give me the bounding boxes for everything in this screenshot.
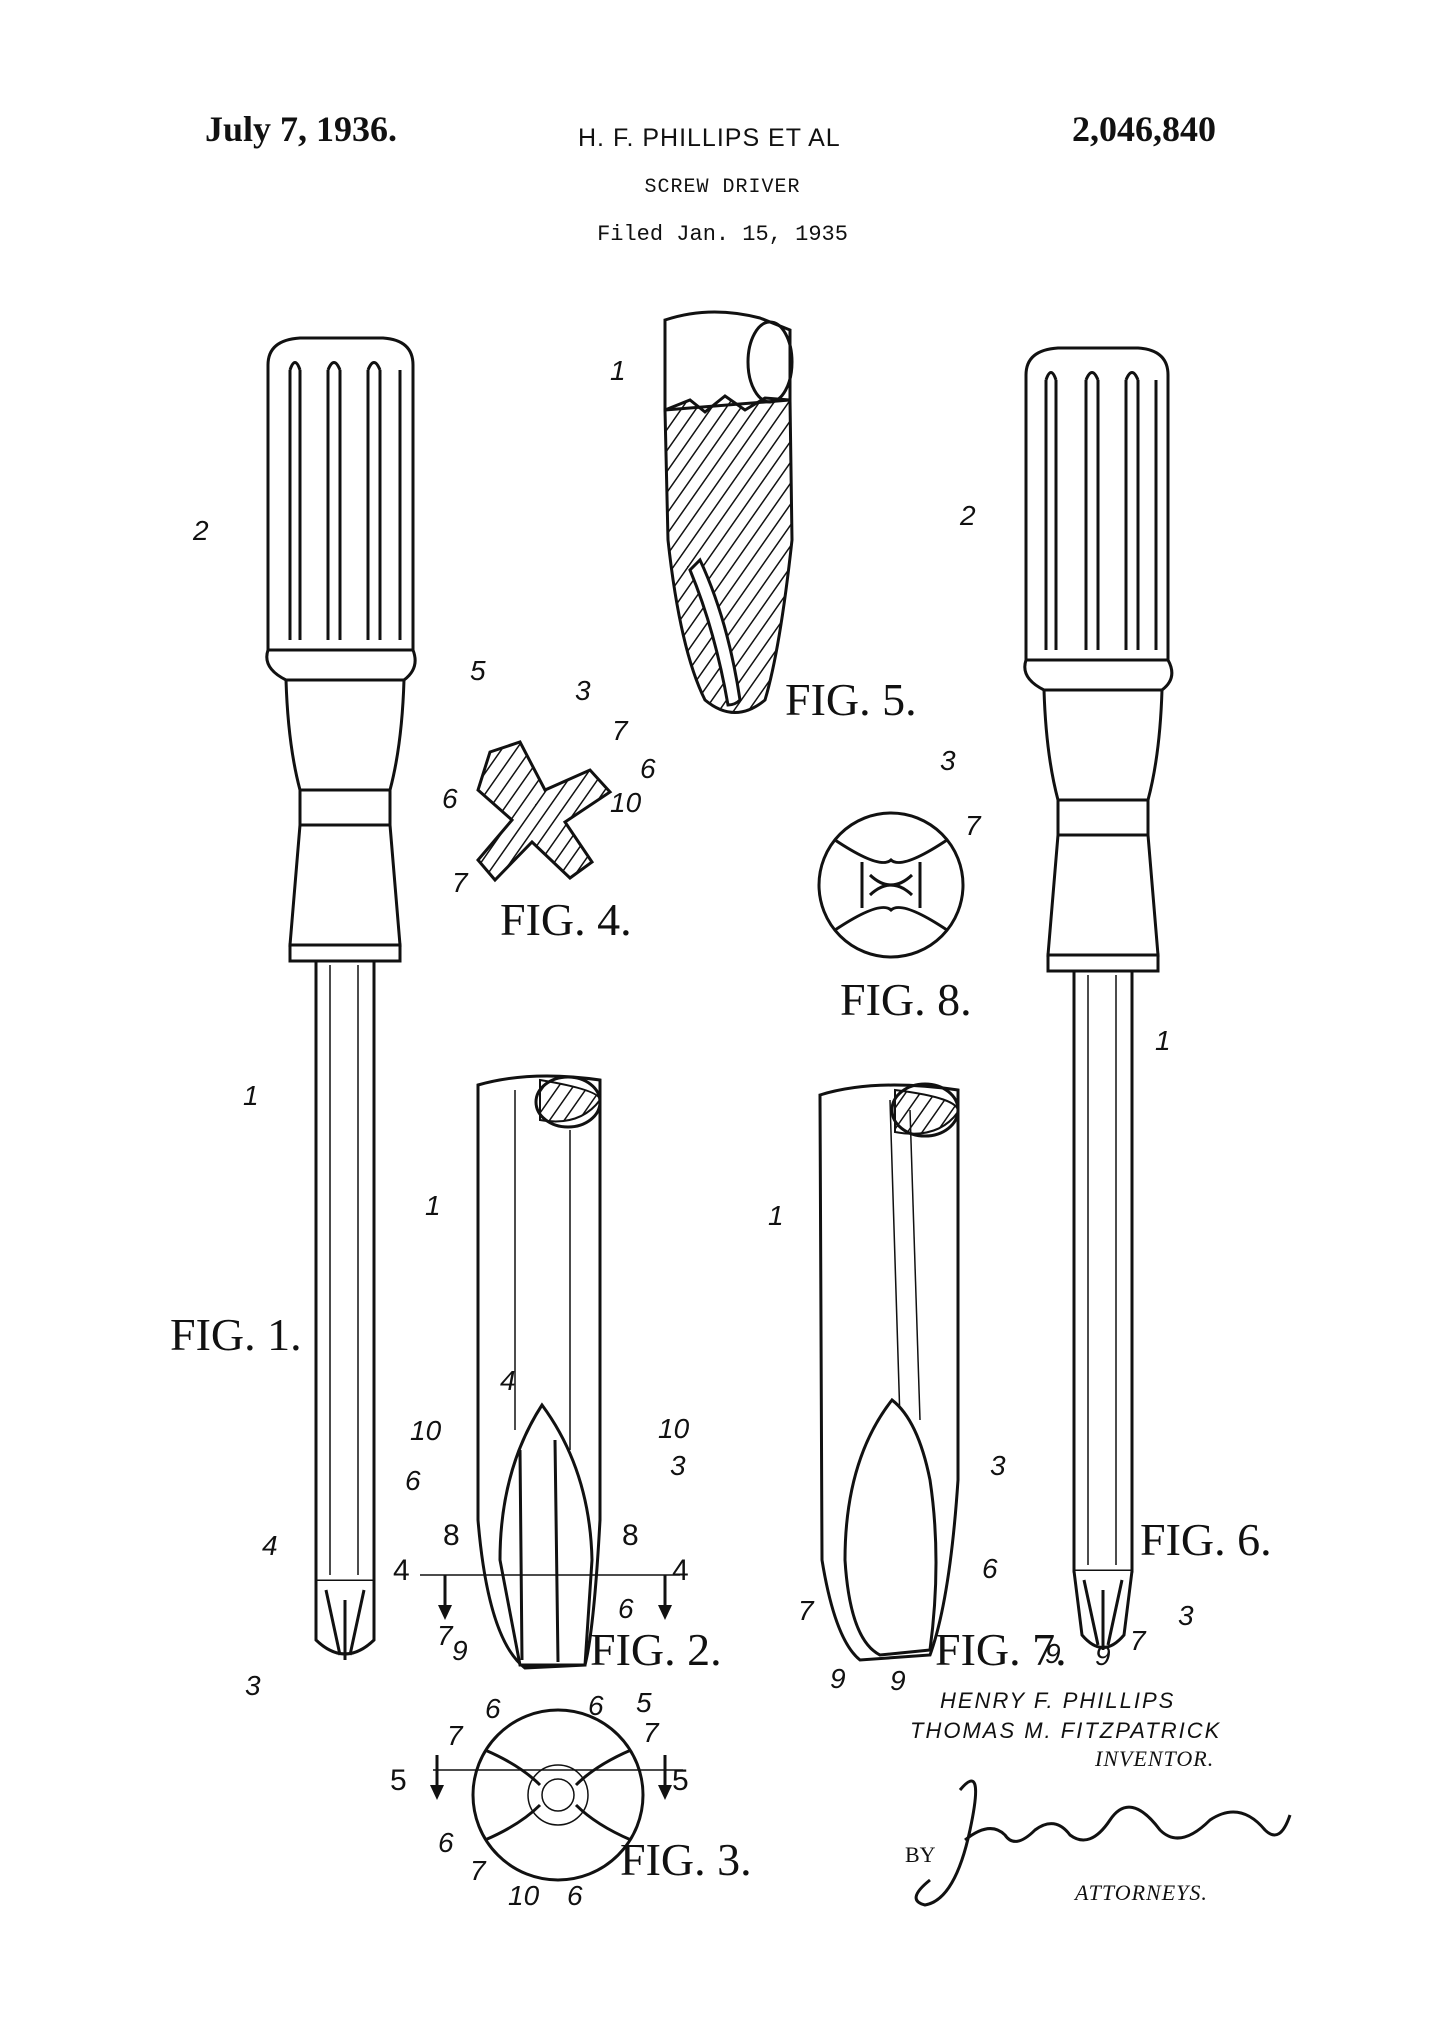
fig6-label: FIG. 6.: [1140, 1514, 1272, 1565]
ref-numeral: 5: [470, 655, 486, 686]
by-label: BY: [905, 1842, 936, 1867]
ref-numeral: 7: [447, 1720, 464, 1751]
ref-numeral: 10: [410, 1415, 442, 1446]
ref-numeral: 6: [982, 1553, 998, 1584]
section-label-5-left: 5: [390, 1764, 407, 1797]
ref-numeral: 8: [622, 1519, 639, 1552]
section-lines: [420, 1574, 680, 1800]
ref-numeral: 1: [425, 1190, 441, 1221]
ref-numeral: 3: [670, 1450, 686, 1481]
ref-numeral: 3: [575, 675, 591, 706]
fig2-label: FIG. 2.: [590, 1624, 722, 1675]
ref-numeral: 6: [640, 753, 656, 784]
ref-numeral: 6: [567, 1880, 583, 1911]
patent-date: July 7, 1936.: [205, 109, 398, 149]
ref-numeral: 6: [405, 1465, 421, 1496]
fig8-label: FIG. 8.: [840, 974, 972, 1025]
ref-numeral: 7: [470, 1855, 487, 1886]
ref-numeral: 4: [262, 1530, 278, 1561]
ref-numeral: 1: [243, 1080, 259, 1111]
ref-numeral: 9: [452, 1635, 468, 1666]
ref-numeral: 9: [890, 1665, 906, 1696]
section-label-4-left: 4: [393, 1554, 410, 1587]
patent-title: SCREW DRIVER: [644, 176, 801, 199]
ref-numeral: 10: [658, 1413, 690, 1444]
ref-numeral: 4: [500, 1365, 516, 1396]
ref-numeral: 3: [940, 745, 956, 776]
ref-numeral: 7: [612, 715, 629, 746]
section-label-5-right: 5: [672, 1764, 689, 1797]
ref-numeral: 9: [1045, 1638, 1061, 1669]
ref-numeral: 1: [610, 355, 626, 386]
ref-numeral: 7: [452, 867, 469, 898]
filed-date: Filed Jan. 15, 1935: [597, 222, 848, 247]
section-label-4-right: 4: [672, 1554, 689, 1587]
fig5-tip-section: [663, 310, 794, 714]
ref-numeral: 7: [1130, 1625, 1147, 1656]
ref-numeral: 6: [438, 1827, 454, 1858]
ref-numeral: 6: [442, 783, 458, 814]
ref-numeral: 6: [588, 1690, 604, 1721]
ref-numeral: 9: [830, 1663, 846, 1694]
ref-numeral: 3: [1178, 1600, 1194, 1631]
ref-numeral: 6: [485, 1693, 501, 1724]
fig8-end-view: [817, 811, 965, 959]
ref-numeral: 7: [643, 1717, 660, 1748]
attorney-signature-flourish: [914, 1779, 1292, 1907]
fig1-label: FIG. 1.: [170, 1309, 302, 1360]
fig3-label: FIG. 3.: [620, 1834, 752, 1885]
ref-numeral: 2: [192, 515, 209, 546]
ref-numeral: 6: [618, 1593, 634, 1624]
fig6-screwdriver: [1023, 346, 1174, 1650]
ref-numeral: 7: [437, 1620, 454, 1651]
fig4-cross-section: [476, 740, 613, 883]
fig4-label: FIG. 4.: [500, 894, 632, 945]
fig1-screwdriver: [265, 336, 417, 1660]
fig7-tip-view: [818, 1082, 960, 1662]
ref-numeral: 3: [990, 1450, 1006, 1481]
ref-numeral: 1: [768, 1200, 784, 1231]
ref-numeral: 7: [798, 1595, 815, 1626]
ref-numeral: 9: [1095, 1640, 1111, 1671]
ref-numeral: 1: [1155, 1025, 1171, 1056]
patent-number: 2,046,840: [1072, 109, 1216, 149]
inventor-label: INVENTOR.: [1095, 1746, 1215, 1771]
attorneys-label: ATTORNEYS.: [1075, 1880, 1208, 1905]
ref-numeral: 8: [443, 1519, 460, 1552]
fig5-label: FIG. 5.: [785, 674, 917, 725]
ref-numeral: 3: [245, 1670, 261, 1701]
inventor-name-1: HENRY F. PHILLIPS: [940, 1688, 1176, 1713]
ref-numeral: 10: [610, 787, 642, 818]
ref-numeral: 10: [508, 1880, 540, 1911]
fig3-cross-section: [433, 1708, 683, 1882]
ref-numeral: 7: [965, 810, 982, 841]
ref-numeral: 5: [636, 1687, 652, 1718]
inventor-header: H. F. PHILLIPS ET AL: [578, 124, 841, 152]
fig2-enlarged-tip: [476, 1074, 602, 1670]
inventor-name-2: THOMAS M. FITZPATRICK: [910, 1718, 1222, 1743]
fig7-label: FIG. 7.: [935, 1624, 1067, 1675]
ref-numeral: 2: [959, 500, 976, 531]
